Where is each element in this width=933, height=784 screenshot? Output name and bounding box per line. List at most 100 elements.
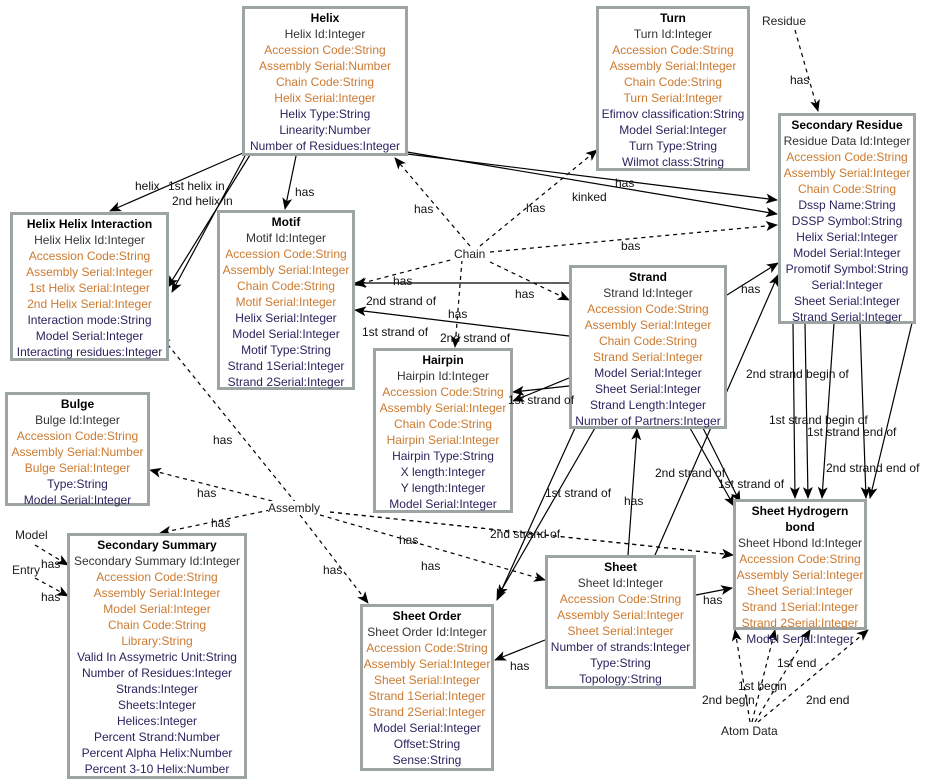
entity-title: Secondary Summary	[97, 538, 217, 552]
node-chain[interactable]: Chain	[454, 247, 486, 261]
node-entry[interactable]: Entry	[12, 563, 41, 577]
relationship-edge[interactable]	[867, 322, 913, 499]
entity-attribute: Accession Code:String	[264, 43, 386, 57]
entity-title: Sheet	[604, 560, 637, 574]
entity-attribute: Sheet Order Id:Integer	[367, 625, 487, 639]
entity-attribute: Topology:String	[579, 672, 662, 686]
relationship-edge[interactable]	[394, 157, 471, 247]
relationship-edge[interactable]	[726, 262, 779, 296]
relationship-edge[interactable]	[329, 511, 734, 559]
entity-attribute: Chain Code:String	[275, 75, 375, 89]
relationship-edge[interactable]	[627, 428, 642, 556]
entity-attribute: Model Serial:Integer	[23, 493, 132, 507]
entity-attribute: Offset:String	[393, 737, 461, 751]
relationship-edge[interactable]	[354, 306, 570, 337]
entity-title: Sheet Hydrogern bond	[751, 504, 849, 534]
relationship-edge[interactable]	[789, 322, 800, 499]
relationship-edge[interactable]	[489, 221, 778, 253]
entity-attribute: Promotif Symbol:String	[785, 262, 909, 276]
relationship-edge[interactable]	[689, 427, 735, 507]
relationship-edge[interactable]	[802, 322, 813, 499]
relationship-edge[interactable]	[496, 427, 576, 601]
entity-attribute: Number of Residues:Integer	[249, 139, 401, 153]
relationship-edge[interactable]	[754, 629, 811, 723]
relationship-edge[interactable]	[512, 385, 570, 396]
relationship-edge[interactable]	[450, 259, 463, 348]
entity-attribute: Efimov classification:String	[601, 107, 745, 121]
relationship-edge[interactable]	[794, 29, 820, 112]
entity-attribute: Assembly Serial:Integer	[557, 608, 684, 622]
entity-attribute: Turn Id:Integer	[633, 27, 713, 41]
relationship-edge[interactable]	[34, 544, 69, 566]
entity-attribute: Helices:Integer	[116, 714, 198, 728]
entity-attribute: Helix Helix Id:Integer	[34, 233, 145, 247]
relationship-edge[interactable]	[299, 514, 369, 604]
relationship-edge[interactable]	[817, 322, 835, 499]
relationship-edge[interactable]	[34, 577, 69, 597]
entity-attribute: DSSP Symbol:String	[791, 214, 903, 228]
relationship-edge[interactable]	[859, 322, 871, 499]
relationship-edge[interactable]	[109, 152, 244, 212]
entity-attribute: Chain Code:String	[623, 75, 723, 89]
node-residue[interactable]: Residue	[762, 14, 807, 28]
entity-attribute: Sheet Serial:Integer	[793, 294, 901, 308]
relationship-edge[interactable]	[702, 427, 741, 503]
entity-attribute: Valid In Assymetric Unit:String	[77, 650, 237, 664]
entity-attribute: Percent Strand:Number	[93, 730, 221, 744]
relationship-edge[interactable]	[494, 639, 546, 661]
relationship-edge[interactable]	[167, 154, 251, 288]
entity-attribute: Number of Residues:Integer	[81, 666, 233, 680]
relationship-edge[interactable]	[479, 149, 598, 247]
entity-attribute: Number of Partners:Integer	[575, 414, 721, 428]
entity-attribute: Turn Serial:Integer	[623, 91, 723, 105]
relationship-edge[interactable]	[406, 153, 778, 204]
entity-attribute: Assembly Serial:Integer	[584, 318, 712, 332]
entity-attribute: Helix Serial:Integer	[796, 230, 898, 244]
entity-attribute: Accession Code:String	[786, 150, 908, 164]
relationship-edge[interactable]	[497, 427, 596, 597]
entity-attribute: Strand Length:Integer	[589, 398, 707, 412]
entity-attribute: Strand 1Serial:Integer	[227, 359, 345, 373]
entity-attribute: Accession Code:String	[225, 247, 347, 261]
entity-attribute: Assembly Serial:Integer	[363, 657, 491, 671]
entity-title: Sheet Order	[392, 609, 462, 623]
relationship-edge[interactable]	[406, 151, 778, 218]
entity-attribute: Accession Code:String	[612, 43, 734, 57]
entity-attribute: Strand 2Serial:Integer	[227, 375, 345, 389]
entity-attribute: Type:String	[47, 477, 108, 491]
entity-attribute: Assembly Serial:Number	[258, 59, 392, 73]
entity-attribute: Sheet Serial:Integer	[594, 382, 702, 396]
entity-attribute: Assembly Serial:Integer	[26, 265, 153, 279]
entity-attribute: Sheet Serial:Integer	[567, 624, 674, 638]
relationship-edge[interactable]	[282, 155, 297, 210]
relationship-edge[interactable]	[489, 261, 570, 301]
entity-attribute: Turn Type:String	[628, 139, 718, 153]
entity-attribute: Serial:Integer	[811, 278, 883, 292]
entity-attribute: Strand Serial:Integer	[791, 310, 903, 324]
node-model[interactable]: Model	[15, 528, 48, 542]
entity-attribute: 2nd Helix Serial:Integer	[27, 297, 152, 311]
relationship-edge[interactable]	[695, 585, 733, 596]
relationship-edge[interactable]	[319, 514, 546, 582]
relationship-edge[interactable]	[171, 155, 246, 293]
relationship-edge[interactable]	[149, 467, 281, 504]
entity-attribute: Accession Code:String	[587, 302, 709, 316]
relationship-edge[interactable]	[354, 257, 459, 288]
node-assembly[interactable]: Assembly	[268, 501, 321, 515]
entity-attribute: Sheet Hbond Id:Integer	[737, 536, 863, 550]
node-atom-data[interactable]: Atom Data	[721, 724, 778, 738]
relationship-edge[interactable]	[159, 509, 271, 536]
entity-attribute: Accession Code:String	[28, 249, 151, 263]
